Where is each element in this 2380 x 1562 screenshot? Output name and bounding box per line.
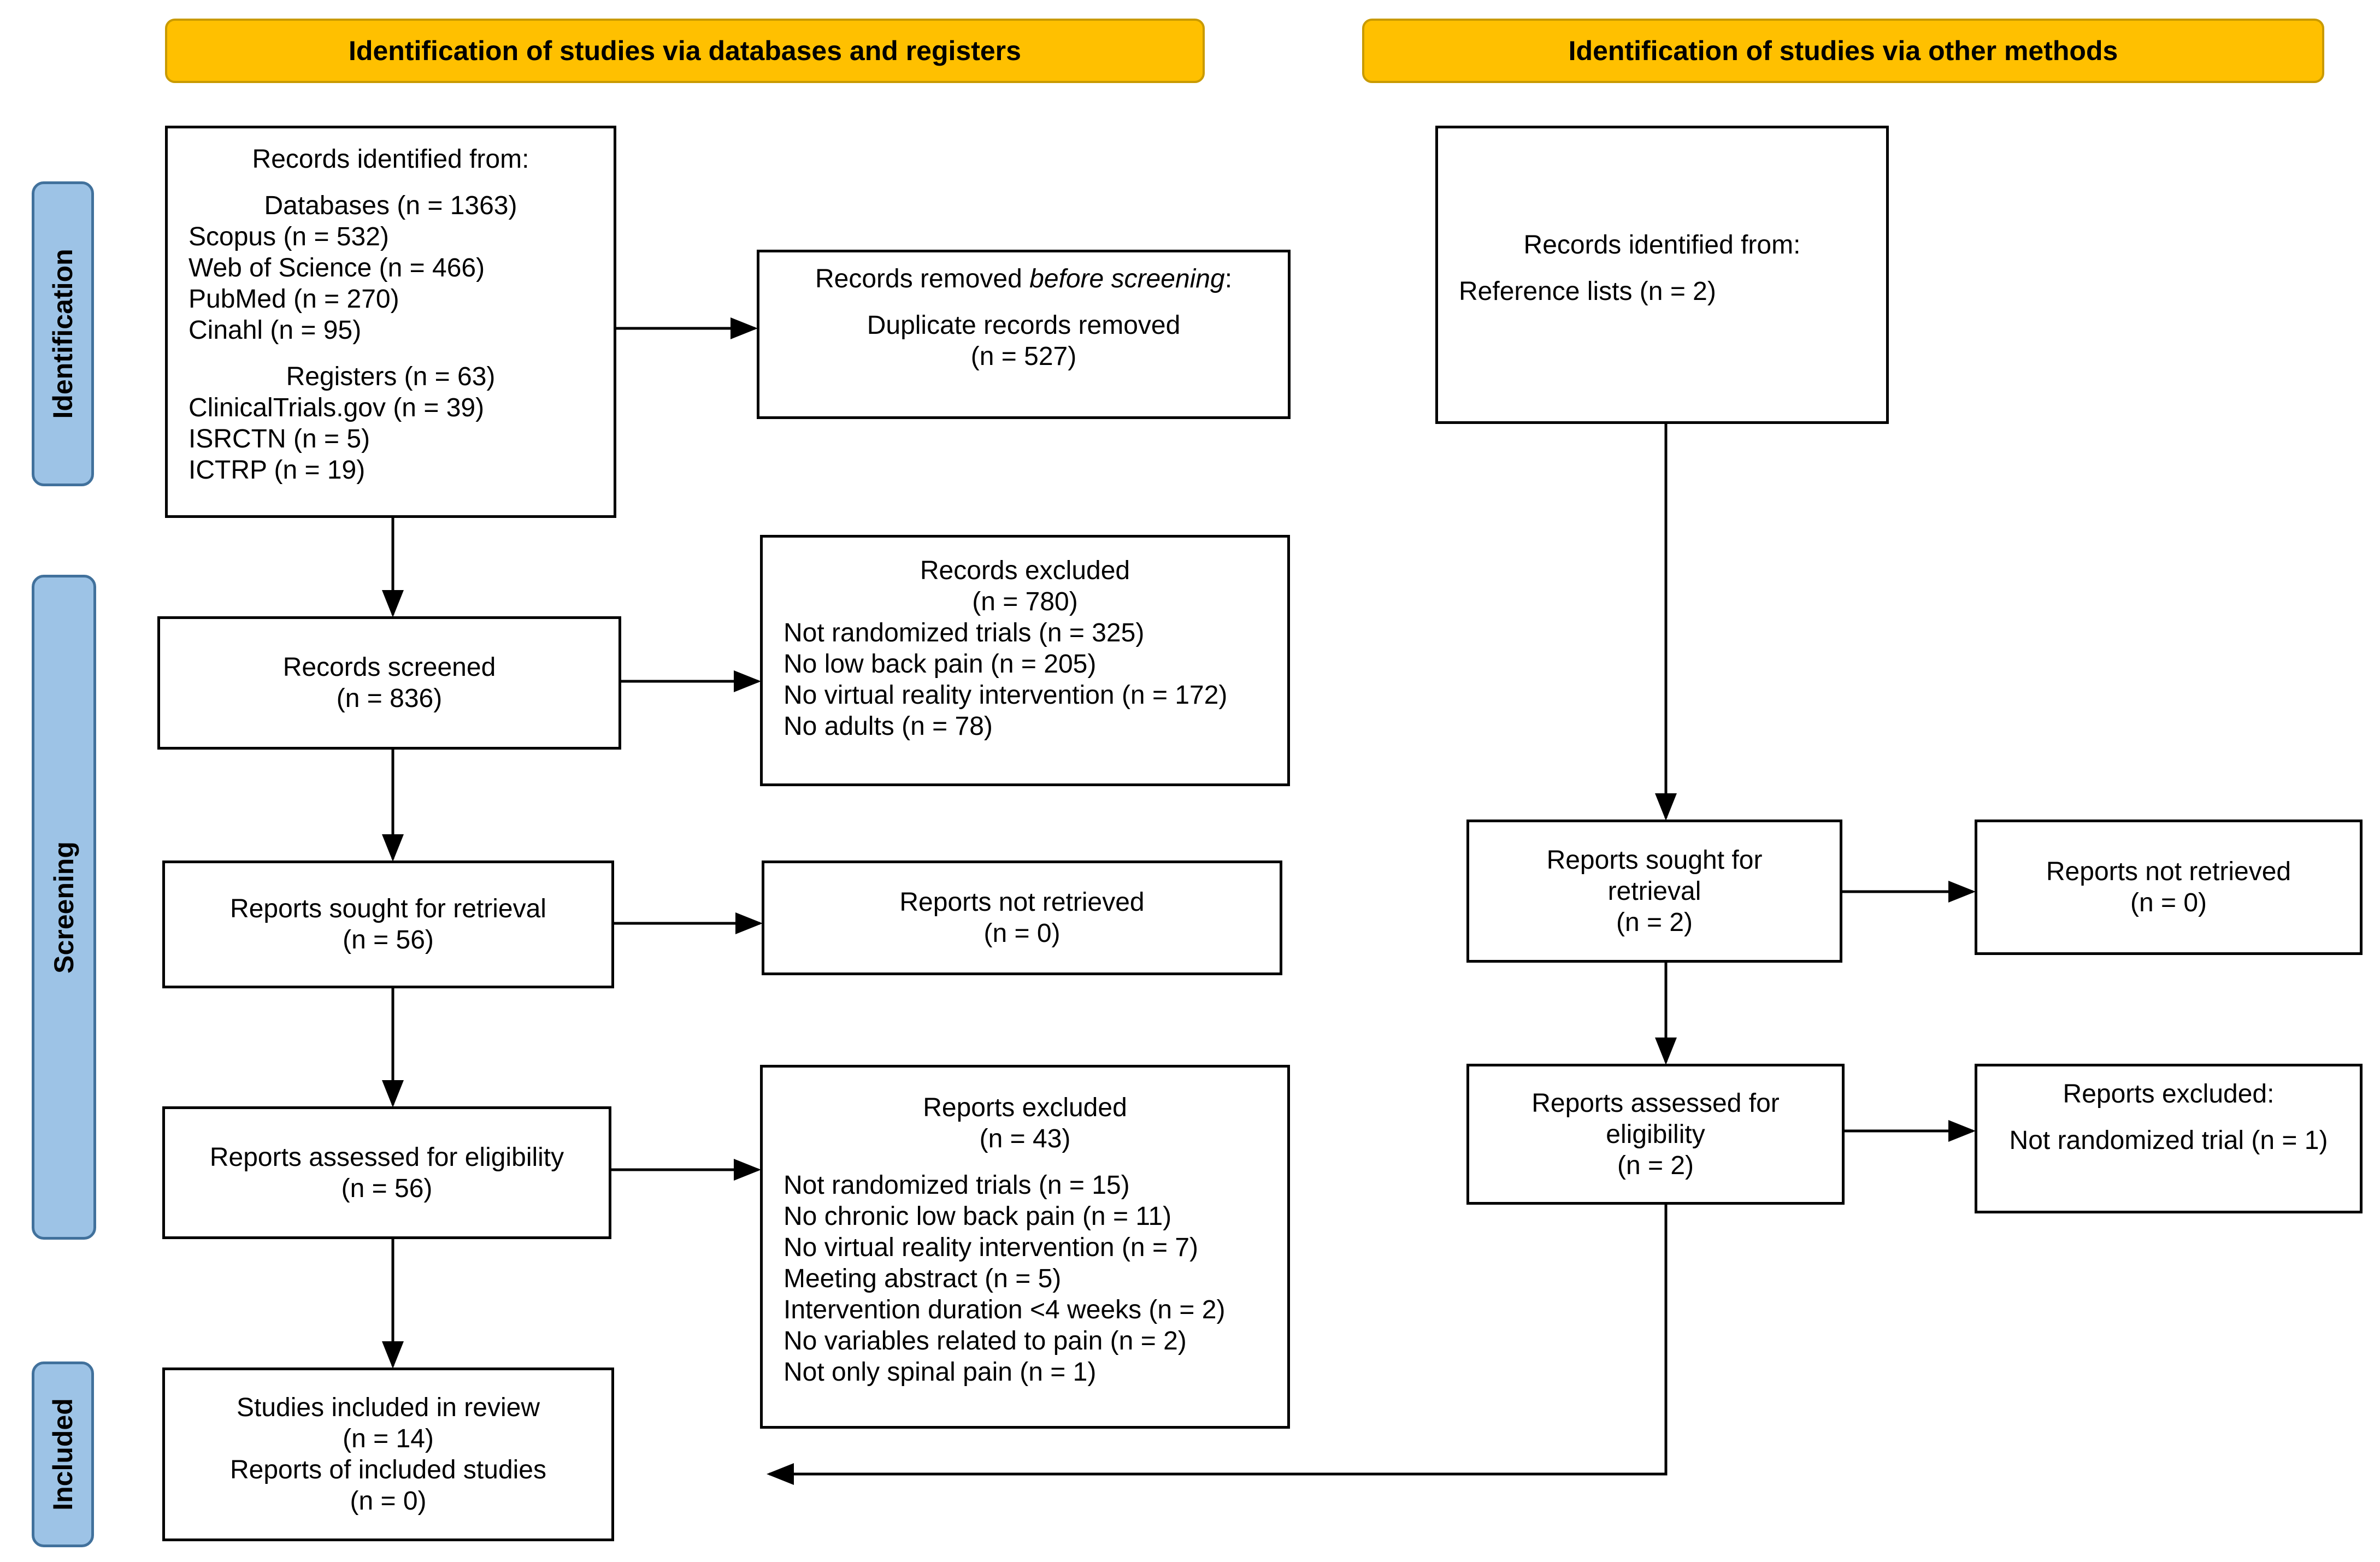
other-reports-not-retrieved-label: Reports not retrieved bbox=[2046, 857, 2291, 886]
reports-assessed-label: Reports assessed for eligibility bbox=[209, 1142, 564, 1172]
studies-included-box: Studies included in review (n = 14) Repo… bbox=[162, 1368, 614, 1541]
exclusion-reason: No virtual reality intervention (n = 7) bbox=[783, 1233, 1198, 1262]
database-item: Cinahl (n = 95) bbox=[188, 316, 362, 345]
records-excluded-reasons: Not randomized trials (n = 325) No low b… bbox=[763, 617, 1287, 742]
records-screened-count: (n = 836) bbox=[336, 684, 443, 713]
other-reports-sought-label-2: retrieval bbox=[1607, 876, 1701, 906]
exclusion-reason: Not randomized trials (n = 325) bbox=[783, 618, 1145, 647]
other-reports-excluded-reason: Not randomized trial (n = 1) bbox=[2009, 1126, 2328, 1155]
exclusion-reason: Intervention duration <4 weeks (n = 2) bbox=[783, 1295, 1226, 1324]
records-screened-label: Records screened bbox=[282, 653, 496, 682]
records-removed-title: Records removed before screening: bbox=[815, 264, 1233, 293]
reports-not-retrieved-box: Reports not retrieved (n = 0) bbox=[762, 860, 1282, 975]
reports-excluded-title: Reports excluded bbox=[923, 1093, 1127, 1122]
reports-included-label: Reports of included studies bbox=[230, 1455, 546, 1484]
records-identified-other-box: Records identified from: Reference lists… bbox=[1435, 126, 1889, 424]
other-records-title: Records identified from: bbox=[1523, 231, 1801, 260]
database-item: Web of Science (n = 466) bbox=[188, 254, 485, 282]
header-databases-registers: Identification of studies via databases … bbox=[165, 19, 1205, 83]
exclusion-reason: No virtual reality intervention (n = 172… bbox=[783, 681, 1228, 710]
duplicate-records-count: (n = 527) bbox=[970, 342, 1077, 371]
reports-sought-box: Reports sought for retrieval (n = 56) bbox=[162, 860, 614, 988]
reference-lists-count: Reference lists (n = 2) bbox=[1459, 277, 1716, 306]
reports-excluded-box: Reports excluded (n = 43) Not randomized… bbox=[760, 1065, 1290, 1429]
phase-included: Included bbox=[32, 1361, 94, 1547]
arrow-other-assessed-to-included bbox=[767, 1205, 1668, 1485]
other-reports-assessed-count: (n = 2) bbox=[1617, 1151, 1694, 1180]
database-list: Scopus (n = 532) Web of Science (n = 466… bbox=[168, 221, 614, 346]
other-reports-sought-box: Reports sought for retrieval (n = 2) bbox=[1466, 820, 1842, 963]
reports-included-count: (n = 0) bbox=[350, 1487, 427, 1516]
records-excluded-count: (n = 780) bbox=[972, 587, 1078, 616]
reports-assessed-box: Reports assessed for eligibility (n = 56… bbox=[162, 1106, 611, 1239]
exclusion-reason: No low back pain (n = 205) bbox=[783, 650, 1097, 679]
exclusion-reason: Not randomized trials (n = 15) bbox=[783, 1171, 1130, 1200]
records-removed-box: Records removed before screening: Duplic… bbox=[757, 250, 1291, 419]
studies-included-label: Studies included in review bbox=[237, 1393, 540, 1422]
exclusion-reason: Meeting abstract (n = 5) bbox=[783, 1264, 1062, 1293]
records-excluded-box: Records excluded (n = 780) Not randomize… bbox=[760, 535, 1290, 786]
other-reports-assessed-label-2: eligibility bbox=[1606, 1119, 1705, 1149]
other-reports-sought-label: Reports sought for bbox=[1546, 845, 1763, 875]
register-item: ISRCTN (n = 5) bbox=[188, 425, 370, 453]
phase-identification: Identification bbox=[32, 181, 94, 486]
reports-excluded-reasons: Not randomized trials (n = 15) No chroni… bbox=[763, 1170, 1287, 1388]
exclusion-reason: No variables related to pain (n = 2) bbox=[783, 1327, 1187, 1355]
reports-sought-label: Reports sought for retrieval bbox=[230, 894, 546, 923]
other-reports-excluded-title: Reports excluded: bbox=[2063, 1080, 2275, 1109]
other-reports-not-retrieved-count: (n = 0) bbox=[2130, 888, 2207, 917]
records-screened-box: Records screened (n = 836) bbox=[157, 616, 621, 750]
records-identified-title: Records identified from: bbox=[252, 145, 529, 174]
other-reports-assessed-label: Reports assessed for bbox=[1531, 1088, 1780, 1118]
other-reports-not-retrieved-box: Reports not retrieved (n = 0) bbox=[1975, 820, 2363, 955]
exclusion-reason: Not only spinal pain (n = 1) bbox=[783, 1358, 1097, 1387]
registers-total: Registers (n = 63) bbox=[286, 362, 496, 391]
database-item: PubMed (n = 270) bbox=[188, 285, 399, 314]
exclusion-reason: No chronic low back pain (n = 11) bbox=[783, 1202, 1172, 1231]
header-other-methods: Identification of studies via other meth… bbox=[1362, 19, 2324, 83]
records-identified-databases-box: Records identified from: Databases (n = … bbox=[165, 126, 616, 518]
reports-not-retrieved-label: Reports not retrieved bbox=[899, 888, 1145, 917]
records-excluded-title: Records excluded bbox=[920, 556, 1130, 585]
duplicate-records-label: Duplicate records removed bbox=[867, 311, 1181, 340]
other-reports-assessed-box: Reports assessed for eligibility (n = 2) bbox=[1466, 1064, 1845, 1205]
databases-total: Databases (n = 1363) bbox=[264, 191, 517, 220]
reports-not-retrieved-count: (n = 0) bbox=[983, 919, 1061, 948]
register-item: ICTRP (n = 19) bbox=[188, 456, 366, 485]
exclusion-reason: No adults (n = 78) bbox=[783, 712, 993, 741]
other-reports-sought-count: (n = 2) bbox=[1616, 907, 1693, 937]
reports-assessed-count: (n = 56) bbox=[341, 1174, 433, 1203]
reports-excluded-count: (n = 43) bbox=[979, 1124, 1071, 1153]
database-item: Scopus (n = 532) bbox=[188, 222, 389, 251]
reports-sought-count: (n = 56) bbox=[343, 926, 434, 954]
register-item: ClinicalTrials.gov (n = 39) bbox=[188, 393, 485, 422]
studies-included-count: (n = 14) bbox=[343, 1424, 434, 1453]
register-list: ClinicalTrials.gov (n = 39) ISRCTN (n = … bbox=[168, 392, 614, 486]
phase-screening: Screening bbox=[32, 575, 96, 1240]
other-reports-excluded-box: Reports excluded: Not randomized trial (… bbox=[1975, 1064, 2363, 1213]
